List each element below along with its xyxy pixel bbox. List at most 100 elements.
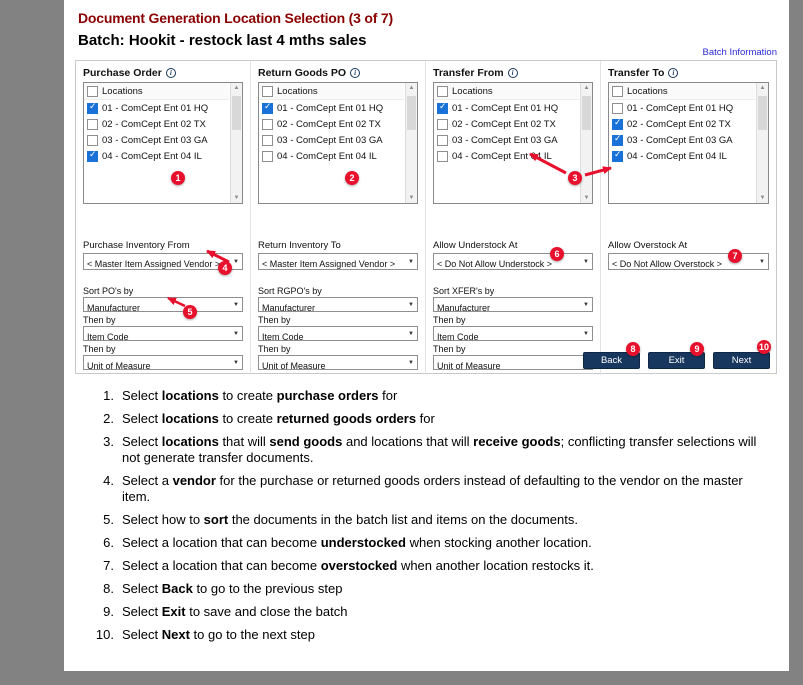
select-all-checkbox[interactable]: [262, 85, 273, 97]
sort-by-label: Sort RGPO's by: [258, 286, 322, 296]
instruction-text: Select locations to create returned good…: [122, 411, 435, 426]
info-icon[interactable]: [507, 67, 518, 78]
scroll-down-icon[interactable]: [581, 195, 592, 201]
location-item[interactable]: 02 - ComCept Ent 02 TX: [259, 116, 404, 132]
location-checkbox[interactable]: [262, 150, 273, 162]
field-select[interactable]: < Do Not Allow Overstock >: [609, 256, 768, 272]
location-item[interactable]: 01 - ComCept Ent 01 HQ: [434, 100, 579, 116]
sort-select-wrap: Item Code: [433, 326, 593, 344]
info-icon[interactable]: [350, 67, 361, 78]
location-checkbox[interactable]: [262, 134, 273, 146]
select-all-checkbox[interactable]: [612, 85, 623, 97]
location-item[interactable]: 03 - ComCept Ent 03 GA: [609, 132, 755, 148]
help-page: Document Generation Location Selection (…: [64, 0, 789, 671]
scroll-up-icon[interactable]: [406, 85, 417, 91]
location-checkbox[interactable]: [612, 134, 623, 146]
select-all-row[interactable]: Locations: [609, 83, 755, 100]
field-select[interactable]: < Master Item Assigned Vendor >: [84, 256, 242, 272]
scrollbar-thumb[interactable]: [232, 96, 241, 130]
location-checkbox[interactable]: [262, 102, 273, 114]
field-select[interactable]: < Do Not Allow Understock >: [434, 256, 592, 272]
location-checkbox[interactable]: [437, 102, 448, 114]
location-item[interactable]: 04 - ComCept Ent 04 IL: [84, 148, 229, 164]
column-purchase-order: Purchase Order Locations 01 - ComCept En…: [76, 61, 251, 375]
location-item[interactable]: 02 - ComCept Ent 02 TX: [434, 116, 579, 132]
location-checkbox[interactable]: [437, 118, 448, 130]
location-label: 04 - ComCept Ent 04 IL: [452, 150, 552, 162]
sort-select-3[interactable]: Unit of Measure: [434, 359, 592, 373]
location-item[interactable]: 04 - ComCept Ent 04 IL: [259, 148, 404, 164]
location-item[interactable]: 01 - ComCept Ent 01 HQ: [259, 100, 404, 116]
page-title: Document Generation Location Selection (…: [78, 10, 393, 26]
sort-select-1[interactable]: Manufacturer: [84, 301, 242, 315]
location-item[interactable]: 04 - ComCept Ent 04 IL: [434, 148, 579, 164]
listbox-scrollbar[interactable]: [756, 83, 768, 203]
locations-list-body: 01 - ComCept Ent 01 HQ 02 - ComCept Ent …: [434, 100, 579, 164]
batch-information-link[interactable]: Batch Information: [702, 47, 777, 58]
location-checkbox[interactable]: [87, 118, 98, 130]
sort-select-1[interactable]: Manufacturer: [259, 301, 417, 315]
sort-select-2[interactable]: Item Code: [259, 330, 417, 344]
listbox-scrollbar[interactable]: [230, 83, 242, 203]
instruction-number: 7.: [103, 558, 114, 573]
listbox-scrollbar[interactable]: [405, 83, 417, 203]
location-checkbox[interactable]: [87, 102, 98, 114]
select-all-row[interactable]: Locations: [434, 83, 579, 100]
location-checkbox[interactable]: [612, 102, 623, 114]
location-item[interactable]: 04 - ComCept Ent 04 IL: [609, 148, 755, 164]
sort-select-3[interactable]: Unit of Measure: [259, 359, 417, 373]
field-label: Allow Understock At: [433, 240, 518, 251]
location-item[interactable]: 01 - ComCept Ent 01 HQ: [84, 100, 229, 116]
location-checkbox[interactable]: [87, 150, 98, 162]
info-icon[interactable]: [165, 67, 176, 78]
field-select[interactable]: < Master Item Assigned Vendor >: [259, 256, 417, 272]
instruction-number: 8.: [103, 581, 114, 596]
sort-select-2[interactable]: Item Code: [84, 330, 242, 344]
exit-button[interactable]: Exit: [648, 352, 705, 369]
sort-select-3[interactable]: Unit of Measure: [84, 359, 242, 373]
scrollbar-thumb[interactable]: [758, 96, 767, 130]
scroll-up-icon[interactable]: [757, 85, 768, 91]
scrollbar-thumb[interactable]: [582, 96, 591, 130]
location-checkbox[interactable]: [437, 150, 448, 162]
select-all-row[interactable]: Locations: [259, 83, 404, 100]
location-item[interactable]: 02 - ComCept Ent 02 TX: [609, 116, 755, 132]
column-return-goods-po: Return Goods PO Locations 01 - ComCept E…: [251, 61, 426, 375]
scrollbar-thumb[interactable]: [407, 96, 416, 130]
instruction-item: 8.Select Back to go to the previous step: [90, 581, 770, 597]
location-item[interactable]: 02 - ComCept Ent 02 TX: [84, 116, 229, 132]
scroll-up-icon[interactable]: [231, 85, 242, 91]
back-button[interactable]: Back: [583, 352, 640, 369]
location-checkbox[interactable]: [262, 118, 273, 130]
location-item[interactable]: 03 - ComCept Ent 03 GA: [84, 132, 229, 148]
scroll-down-icon[interactable]: [231, 195, 242, 201]
field-label: Allow Overstock At: [608, 240, 688, 251]
scroll-down-icon[interactable]: [406, 195, 417, 201]
sort-select-wrap: Manufacturer: [83, 297, 243, 315]
locations-listbox: Locations 01 - ComCept Ent 01 HQ 02 - Co…: [433, 82, 593, 204]
listbox-scrollbar[interactable]: [580, 83, 592, 203]
next-button[interactable]: Next: [713, 352, 770, 369]
location-checkbox[interactable]: [612, 150, 623, 162]
location-checkbox[interactable]: [437, 134, 448, 146]
sort-select-1[interactable]: Manufacturer: [434, 301, 592, 315]
location-checkbox[interactable]: [87, 134, 98, 146]
select-all-checkbox[interactable]: [87, 85, 98, 97]
location-item[interactable]: 01 - ComCept Ent 01 HQ: [609, 100, 755, 116]
scroll-up-icon[interactable]: [581, 85, 592, 91]
instruction-text: Select a location that can become unders…: [122, 535, 592, 550]
instruction-number: 10.: [95, 627, 114, 642]
location-item[interactable]: 03 - ComCept Ent 03 GA: [434, 132, 579, 148]
sort-select-2[interactable]: Item Code: [434, 330, 592, 344]
info-icon[interactable]: [668, 67, 679, 78]
callout-9: 9: [690, 342, 704, 356]
select-all-checkbox[interactable]: [437, 85, 448, 97]
location-checkbox[interactable]: [612, 118, 623, 130]
location-item[interactable]: 03 - ComCept Ent 03 GA: [259, 132, 404, 148]
sort-select-wrap: Unit of Measure: [433, 355, 593, 373]
column-header-label: Purchase Order: [83, 66, 162, 79]
scroll-down-icon[interactable]: [757, 195, 768, 201]
instruction-text: Select locations that will send goods an…: [122, 434, 757, 465]
instruction-item: 2.Select locations to create returned go…: [90, 411, 770, 427]
select-all-row[interactable]: Locations: [84, 83, 229, 100]
